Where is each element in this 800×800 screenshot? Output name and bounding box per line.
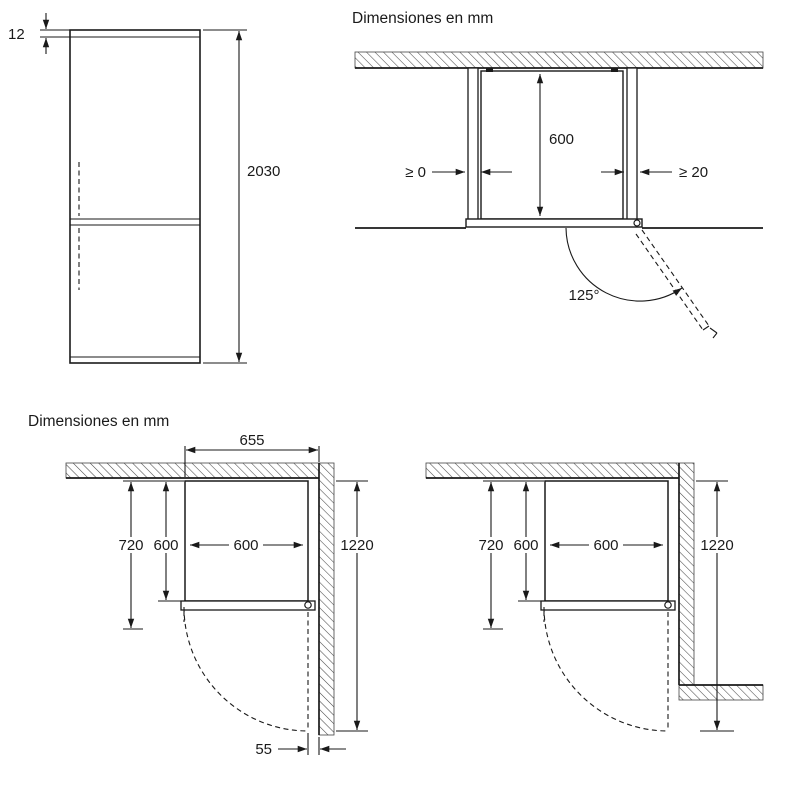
door-closed: [540, 600, 676, 611]
right-side-panel: [626, 67, 638, 227]
plan-view-right: 720 600 600 1220: [425, 462, 764, 732]
wall-right: [678, 462, 695, 686]
clearance-right-label: ≥ 20: [679, 164, 708, 181]
dim-depth-with-door-label: 720: [118, 537, 143, 554]
door-hinge: [304, 601, 312, 609]
dim-niche-width-label: 655: [239, 432, 264, 449]
door-hinge: [664, 601, 672, 609]
left-side-panel: [467, 67, 479, 227]
dim-depth-with-door: 720: [114, 480, 184, 630]
wall-top: [65, 462, 320, 479]
dim-depth-label: 600: [513, 537, 538, 554]
dim-width-label: 600: [593, 537, 618, 554]
dim-width-label: 600: [233, 537, 258, 554]
door-swing-arc: [565, 227, 683, 302]
fridge-body-outline: [69, 29, 201, 364]
dim-niche-depth: 600: [536, 74, 574, 216]
dim-height-label: 2030: [247, 163, 280, 180]
door-angle-label: 125°: [568, 287, 599, 304]
door-swing-arc: [543, 606, 669, 732]
dim-swing-clearance-label: 1220: [340, 537, 373, 554]
plan-view-left: 655 720 600 600: [65, 432, 378, 758]
door-open-position: [635, 229, 718, 339]
door-swing-arc: [183, 606, 309, 732]
plan-title: Dimensiones en mm: [28, 413, 169, 430]
door-closed: [180, 600, 316, 611]
dim-depth-label: 600: [153, 537, 178, 554]
fridge-plan-outline: [480, 70, 624, 220]
wall-bottom-return: [678, 684, 764, 701]
niche-title: Dimensiones en mm: [352, 10, 493, 27]
wall-top: [354, 51, 764, 69]
dim-niche-width: 655: [184, 432, 320, 477]
rear-spacer-left: [486, 68, 493, 72]
dim-swing-clearance: 1220: [696, 480, 738, 732]
dim-right-clearance: ≥ 20: [601, 164, 708, 181]
wall-right: [318, 462, 335, 736]
dim-depth: 600: [149, 482, 184, 602]
niche-top-view: Dimensiones en mm 600 ≥ 0 ≥ 20: [352, 10, 764, 339]
clearance-left-label: ≥ 0: [405, 164, 426, 181]
dim-depth-with-door-label: 720: [478, 537, 503, 554]
dim-width: 600: [550, 537, 663, 554]
door-closed: [465, 218, 643, 228]
dim-depth: 600: [509, 482, 544, 602]
wall-top: [425, 462, 680, 479]
dim-hinge-offset: 55: [255, 733, 346, 758]
dim-height: 2030: [203, 29, 280, 364]
dim-hinge-offset-label: 55: [255, 741, 272, 758]
dim-top-gap-label: 12: [8, 26, 25, 43]
fridge-front-view: 12 2030: [8, 13, 280, 364]
dim-top-gap: 12: [8, 13, 70, 54]
dim-swing-clearance-label: 1220: [700, 537, 733, 554]
dim-width: 600: [190, 537, 303, 554]
door-hinge: [633, 219, 641, 227]
dim-niche-depth-label: 600: [549, 131, 574, 148]
dim-depth-with-door: 720: [474, 480, 544, 630]
rear-spacer-right: [611, 68, 618, 72]
dim-swing-clearance: 1220: [336, 480, 378, 732]
dim-left-clearance: ≥ 0: [405, 164, 512, 181]
